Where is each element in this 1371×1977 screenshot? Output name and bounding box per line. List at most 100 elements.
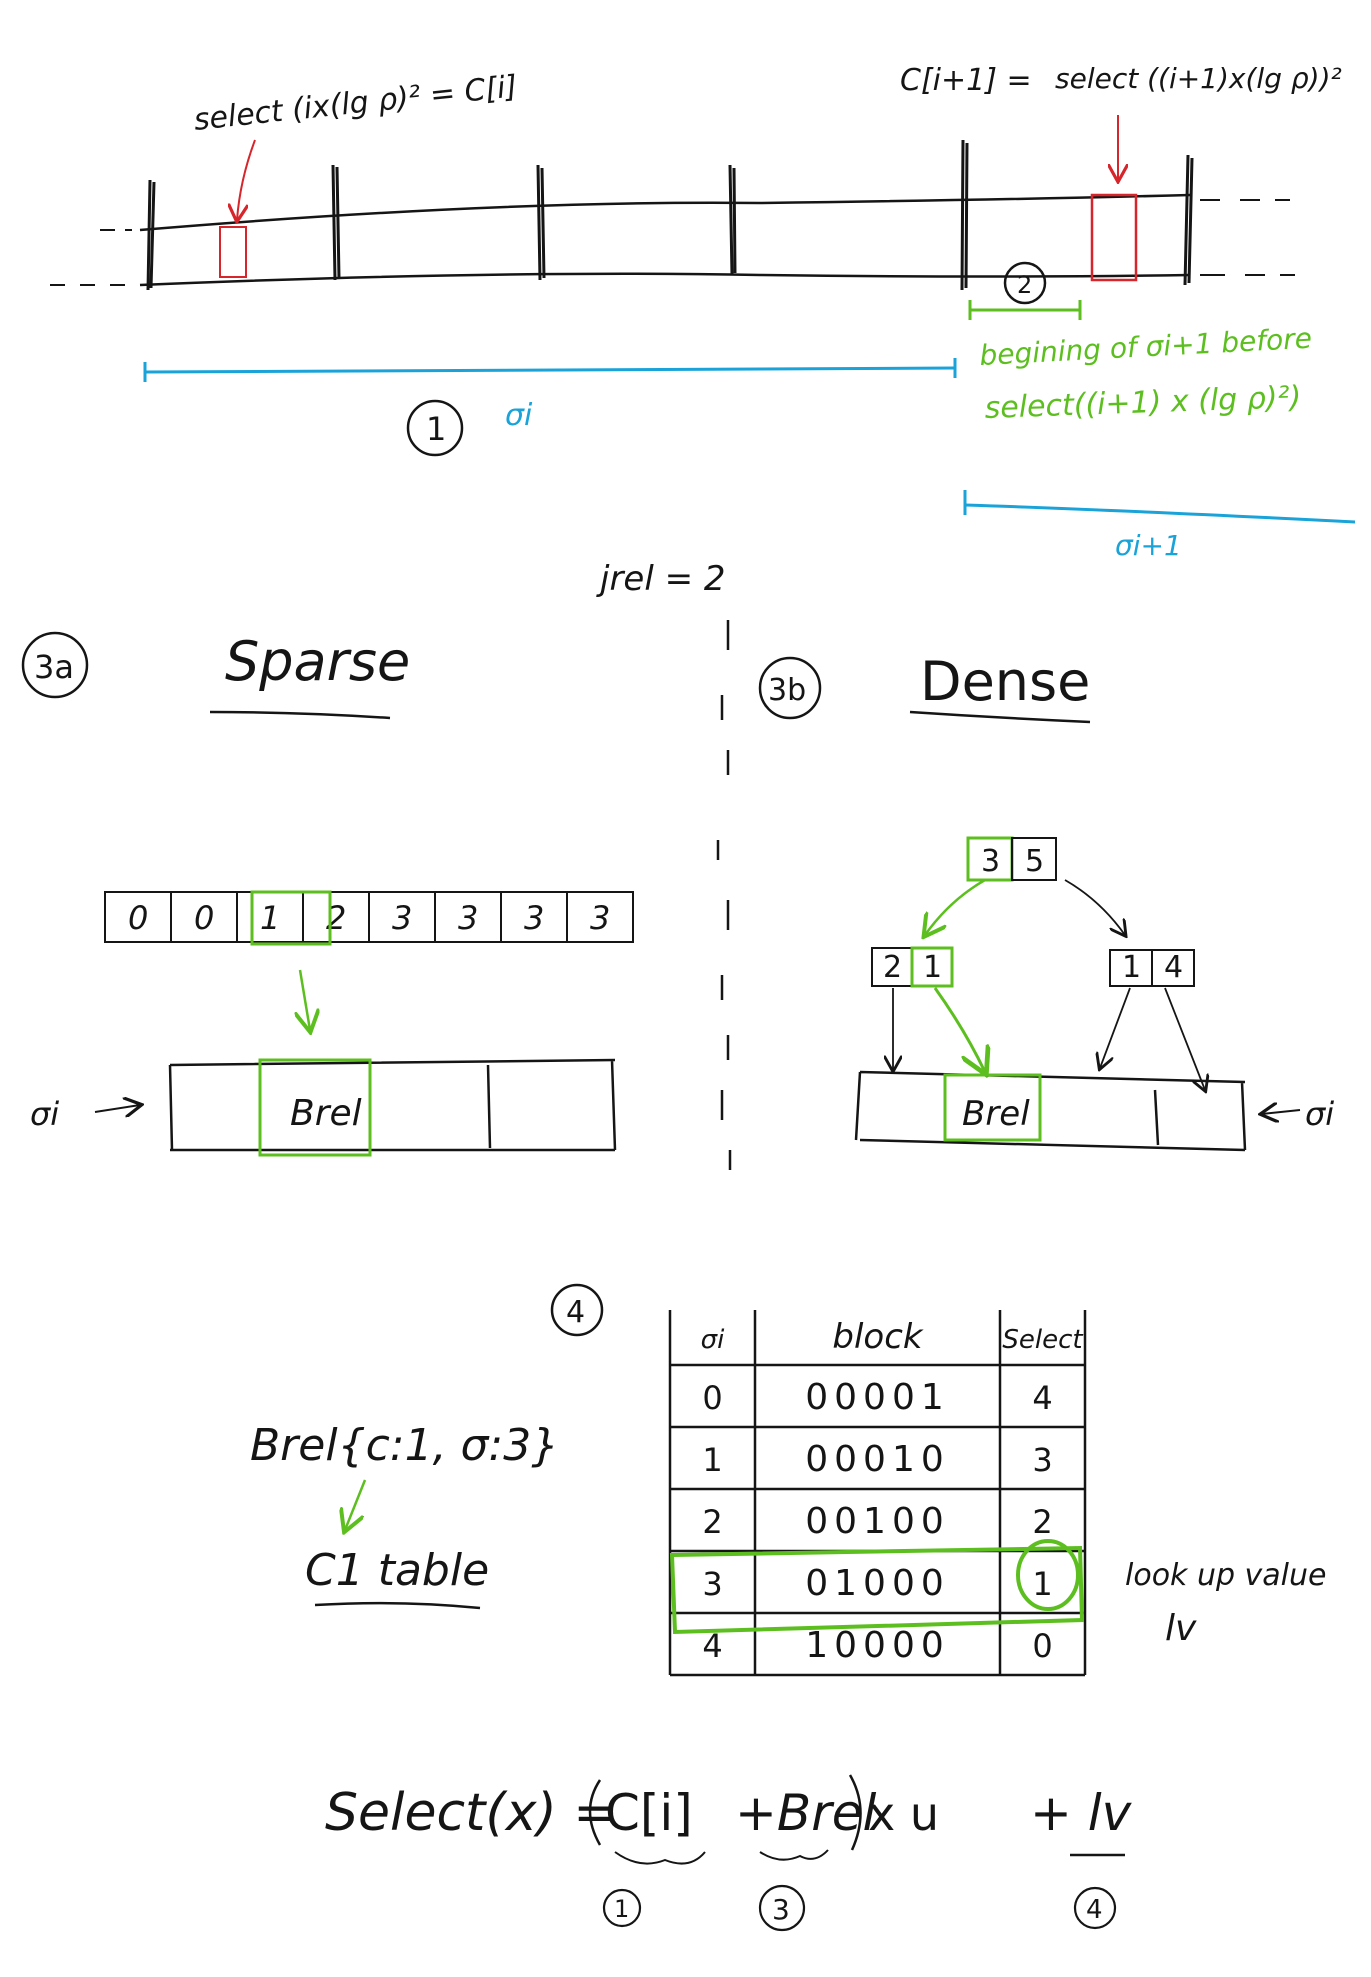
separator-5 <box>960 139 969 291</box>
formula-plus-lv: + lv <box>1030 1784 1133 1842</box>
formula-open-paren <box>588 1779 602 1846</box>
c1-underline <box>314 1601 481 1610</box>
black-arrow-icon <box>1164 987 1205 1090</box>
brace-3 <box>759 1849 829 1861</box>
formula-close-paren <box>848 1774 862 1851</box>
lookup-value-circle <box>1016 1539 1080 1611</box>
table-cell: 1 <box>702 1441 722 1479</box>
c-right-label: C[i+1] = <box>900 63 1032 98</box>
marker-1-circle <box>406 399 464 457</box>
table-cell: 1 <box>1032 1565 1052 1603</box>
tree-node-value: 5 <box>1025 844 1044 879</box>
section-1-bitvector: select (ix(lg ρ)² = C[i] C[i+1] = select… <box>50 62 1356 562</box>
separator-6 <box>1183 154 1194 286</box>
separator-4 <box>728 164 737 276</box>
dense-brel-label: Brel <box>962 1094 1030 1134</box>
sparse-sigma-label: σi <box>30 1095 59 1133</box>
sparse-cell-value: 1 <box>260 899 280 937</box>
jrel-label: jrel = 2 <box>596 559 726 599</box>
tree-node-value: 3 <box>981 844 1000 879</box>
sparse-title: Sparse <box>225 630 410 693</box>
table-cell: 3 <box>1032 1441 1052 1479</box>
dense-sigma-label: σi <box>1305 1095 1334 1133</box>
brace-1 <box>614 1851 706 1865</box>
table-cell: 4 <box>702 1627 722 1665</box>
tree-node-value: 1 <box>923 950 942 985</box>
red-select-box-left <box>219 226 247 278</box>
tree-node-cell <box>1151 949 1195 987</box>
table-cell: 01000 <box>805 1563 950 1604</box>
tree-node-cell <box>910 946 954 988</box>
formula-lhs: Select(x) = <box>325 1783 617 1843</box>
green-arrow-icon <box>925 878 986 935</box>
formula-marker-4-circle <box>1073 1886 1117 1930</box>
table-cell: 2 <box>1032 1503 1052 1541</box>
red-select-box-right <box>1090 193 1138 282</box>
sparse-cell-value: 3 <box>590 899 610 937</box>
separator-3 <box>536 164 546 281</box>
lower-line <box>139 272 1191 287</box>
sparse-cell <box>566 891 634 943</box>
sparse-bottom-array <box>168 1058 617 1152</box>
green-arrow-icon <box>933 987 985 1072</box>
select-left-label: select (ix(lg ρ)² = C[i] <box>192 69 519 138</box>
table-header: σi <box>701 1325 725 1355</box>
table-cell: 0 <box>1032 1627 1052 1665</box>
formula: Select(x) = C[i] +Brel x u + lv 1 3 4 <box>325 1774 1133 1932</box>
section-4: 4 Brel{c:1, σ:3} C1 table σi block Select 0… <box>250 1283 1327 1677</box>
marker-4-circle <box>550 1283 604 1337</box>
lookup-label-line2: lv <box>1165 1608 1197 1649</box>
sparse-cell-value: 3 <box>458 899 478 937</box>
select-right-label: select ((i+1)x(lg ρ))² <box>1055 62 1342 95</box>
blue-range-sigma-i1 <box>964 503 1356 524</box>
table-cell: 4 <box>1032 1379 1052 1417</box>
red-arrow-icon <box>237 139 256 220</box>
sparse-underline <box>209 710 391 720</box>
black-arrow-icon <box>94 1105 140 1112</box>
sparse-cell-value: 3 <box>392 899 412 937</box>
marker-3b-circle <box>758 656 822 720</box>
c1-table-label: C1 table <box>305 1545 489 1596</box>
formula-term1: C[i] <box>605 1784 693 1842</box>
formula-marker-3-circle <box>758 1884 806 1932</box>
table-header: block <box>832 1317 924 1357</box>
sparse-cell-value: 0 <box>128 899 148 937</box>
marker-4-text: 4 <box>566 1295 585 1330</box>
sparse-brel-label: Brel <box>290 1093 362 1134</box>
table-highlight-row <box>669 1545 1085 1635</box>
marker-2-text: 2 <box>1017 271 1032 299</box>
sigma-i1-label: σi+1 <box>1115 529 1182 562</box>
green-arrow-icon <box>300 969 310 1030</box>
dense-bottom-array <box>854 1070 1247 1152</box>
center-divider <box>716 620 732 1170</box>
green-note-line1: begining of σi+1 before <box>979 322 1313 372</box>
sparse-brel-box <box>258 1058 372 1157</box>
blue-range-ends <box>143 358 957 382</box>
upper-line <box>139 193 1191 232</box>
green-range-ends <box>968 300 1082 320</box>
dense-title: Dense <box>920 650 1090 713</box>
sparse-cell-value: 0 <box>194 899 214 937</box>
formula-marker-1-circle <box>602 1888 642 1928</box>
sparse-highlight <box>250 890 332 946</box>
marker-3a-text: 3a <box>34 648 74 686</box>
marker-1-text: 1 <box>426 410 446 448</box>
formula-times-u: x u <box>868 1787 939 1841</box>
table-header: Select <box>1002 1325 1083 1355</box>
lookup-label-line1: look up value <box>1125 1558 1327 1593</box>
tree-node-value: 1 <box>1122 950 1141 985</box>
tree-node-value: 4 <box>1164 950 1183 985</box>
table-cell: 0 <box>702 1379 722 1417</box>
brel-expr: Brel{c:1, σ:3} <box>250 1420 559 1471</box>
formula-marker-3: 3 <box>772 1893 790 1926</box>
marker-3b-text: 3b <box>768 673 806 708</box>
sigma-i-label: σi <box>505 398 533 433</box>
table-cell: 10000 <box>805 1625 950 1666</box>
dense-underline <box>909 710 1091 724</box>
